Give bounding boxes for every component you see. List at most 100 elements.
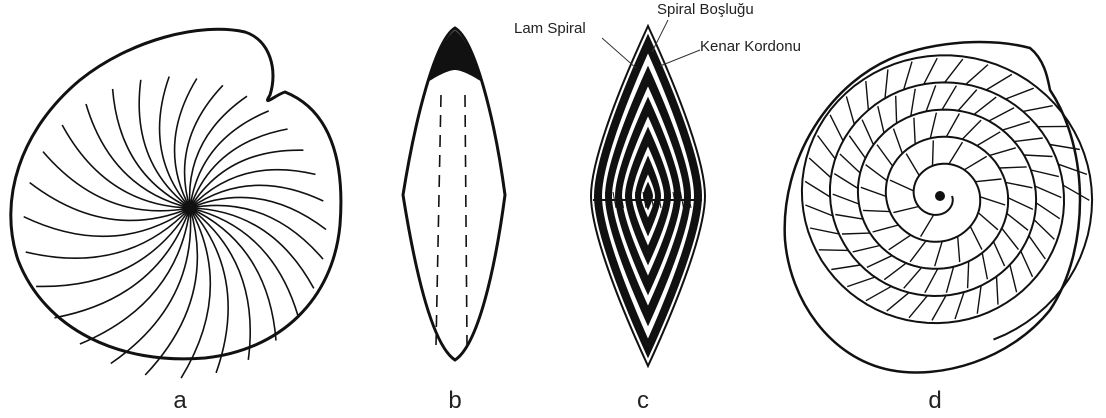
suture-line: [80, 208, 190, 344]
chamber-septum: [930, 113, 936, 139]
shell-sutures: [24, 77, 326, 379]
chamber-septum: [830, 115, 843, 141]
chamber-septum: [834, 174, 858, 189]
chamber-septum: [878, 106, 884, 133]
leader-spiral-boslugu: [652, 20, 668, 52]
chamber-septum: [1008, 198, 1033, 210]
proloculus: [935, 191, 945, 201]
chamber-septum: [904, 62, 912, 90]
chamber-septum: [911, 89, 915, 116]
panel-label-a: a: [173, 387, 187, 414]
chamber-septum: [867, 256, 892, 268]
chamber-septum: [932, 296, 946, 321]
chamber-septum: [810, 228, 839, 234]
chamber-septum: [818, 136, 836, 159]
chamber-septum: [980, 197, 1005, 205]
chamber-septum: [833, 194, 859, 204]
chamber-septum: [964, 156, 986, 169]
chamber-septum: [1014, 138, 1042, 142]
chamber-septum: [1031, 170, 1059, 177]
chamber-septum: [809, 158, 831, 178]
chamber-septum: [949, 142, 963, 164]
chamber-septum: [966, 65, 988, 85]
chamber-septum: [962, 120, 981, 139]
chamber-septum: [946, 267, 953, 293]
chamber-septum: [942, 86, 956, 110]
chamber-septum: [935, 241, 943, 266]
suture-line: [111, 208, 191, 364]
chamber-septum: [933, 140, 934, 166]
chamber-septum: [1050, 145, 1080, 150]
chamber-septum: [904, 268, 922, 289]
spiral-whorls: [802, 55, 1092, 339]
suture-line: [190, 208, 276, 341]
chamber-septum: [914, 118, 915, 144]
label-lam-spiral: Lam Spiral: [514, 20, 586, 37]
panel-label-d: d: [928, 387, 941, 414]
chamber-septum: [877, 145, 893, 166]
chamber-septum: [863, 210, 890, 211]
chamber-septum: [906, 154, 919, 176]
chamber-septum: [805, 181, 830, 197]
panel-d-equatorial-section: d: [785, 42, 1092, 414]
chamber-septum: [1036, 203, 1060, 219]
chamber-septum: [958, 90, 977, 111]
umbilicus: [183, 203, 197, 213]
dashed-line-right: [465, 95, 467, 345]
panel-b-shell-edge: b: [403, 28, 505, 414]
suture-line: [62, 125, 190, 208]
chamber-septum: [889, 235, 911, 250]
chamber-septum: [977, 286, 981, 314]
chamber-septum: [955, 292, 964, 319]
chamber-septum: [1024, 155, 1053, 157]
chamber-septum: [1063, 185, 1089, 200]
chamber-septum: [986, 74, 1012, 90]
chamber-septum: [994, 242, 1005, 267]
chamber-septum: [805, 205, 832, 216]
label-spiral-boslugu: Spiral Boşluğu: [657, 1, 754, 18]
chamber-septum: [910, 241, 926, 262]
chamber-septum: [842, 233, 870, 234]
chamber-septum: [835, 215, 863, 220]
chamber-septum: [896, 96, 897, 124]
chamber-septum: [819, 250, 848, 251]
panel-label-c: c: [637, 387, 649, 414]
chamber-septum: [997, 276, 999, 304]
chamber-septum: [1002, 228, 1019, 249]
chamber-septum: [847, 277, 875, 287]
chamber-septum: [924, 58, 937, 84]
suture-line: [190, 96, 247, 208]
chamber-septum: [873, 225, 899, 232]
chamber-septum: [1029, 236, 1045, 259]
chamber-septum: [1006, 182, 1033, 187]
chamber-septum: [978, 213, 998, 230]
chamber-septum: [1021, 251, 1033, 277]
leader-lam-spiral: [602, 38, 636, 68]
chamber-septum: [999, 167, 1026, 168]
chamber-septum: [946, 114, 959, 137]
suture-line: [190, 208, 314, 288]
chamber-septum: [909, 296, 927, 318]
chamber-septum: [977, 132, 1000, 146]
chamber-septum: [890, 180, 914, 191]
chamber-septum: [846, 96, 854, 124]
chamber-septum: [861, 187, 886, 196]
chamber-septum: [885, 69, 888, 98]
chamber-septum: [849, 136, 865, 159]
panel-label-b: b: [448, 387, 461, 414]
chamber-septum: [853, 246, 880, 252]
suture-line: [190, 111, 269, 208]
chamber-septum: [974, 97, 996, 114]
chamber-septum: [945, 59, 963, 82]
panel-a-shell-exterior: a: [11, 29, 341, 414]
chamber-septum: [1010, 265, 1017, 292]
dashed-line-left: [436, 95, 441, 345]
chamber-septum: [926, 85, 936, 111]
chamber-septum: [990, 148, 1016, 156]
chamber-septum: [840, 154, 860, 173]
spiral-wall: [802, 55, 1092, 339]
suture-line: [139, 80, 190, 208]
suture-line: [43, 152, 190, 211]
chamber-septum: [1006, 88, 1034, 99]
chamber-septum: [887, 293, 909, 312]
